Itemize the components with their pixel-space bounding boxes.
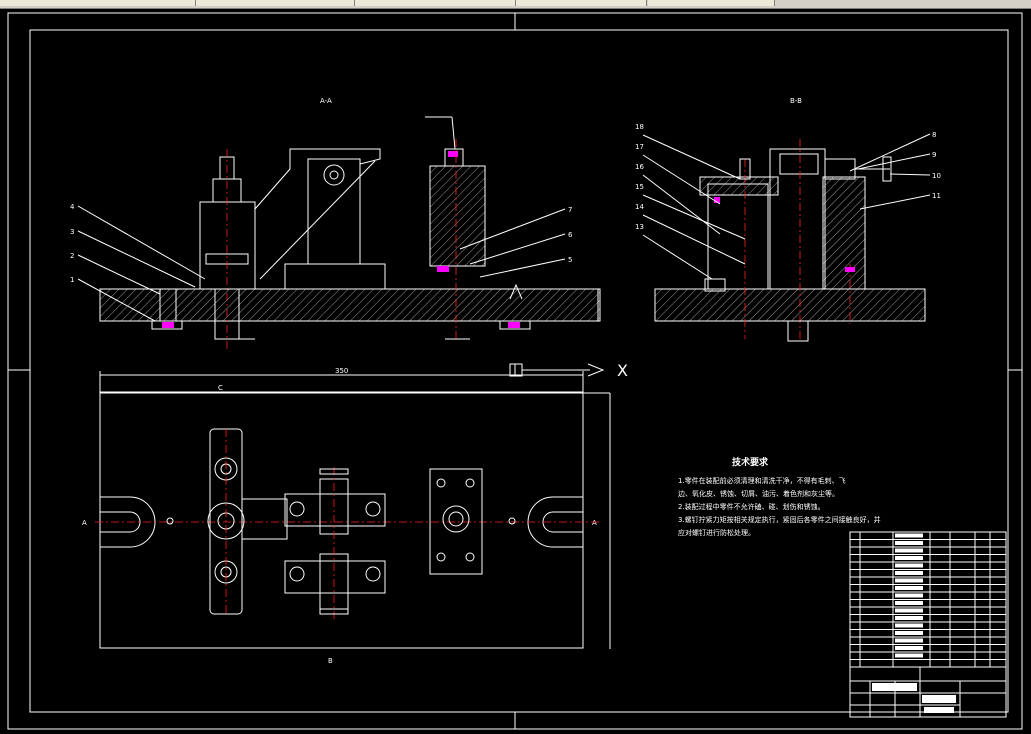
technical-requirements: 技术要求 1.零件在装配前必须清理和清洗干净，不得有毛刺、飞 边、氧化皮、锈蚀、…	[678, 456, 881, 537]
svg-text:14: 14	[635, 203, 644, 211]
svg-text:3.螺钉拧紧力矩按相关规定执行，紧固后各零件之间接触良好，并: 3.螺钉拧紧力矩按相关规定执行，紧固后各零件之间接触良好，并	[678, 515, 881, 524]
overall-length-dim: 350	[335, 367, 348, 375]
svg-text:1: 1	[70, 276, 74, 284]
svg-text:A: A	[82, 519, 87, 527]
toolbar-segment[interactable]	[516, 0, 647, 6]
parts-list-entry	[895, 556, 923, 560]
parts-list-entry	[895, 608, 923, 613]
svg-text:6: 6	[568, 231, 573, 239]
svg-text:9: 9	[932, 151, 936, 159]
section-a-label: A-A	[320, 97, 332, 105]
clamp-block	[199, 201, 256, 290]
svg-text:16: 16	[635, 163, 644, 171]
tech-req-title: 技术要求	[732, 456, 769, 468]
svg-text:13: 13	[635, 223, 644, 231]
svg-text:B: B	[328, 657, 333, 665]
svg-text:3: 3	[70, 228, 74, 236]
parts-list-entry	[895, 571, 923, 575]
parts-list-entry	[895, 623, 923, 628]
parts-list-entry	[895, 631, 923, 635]
svg-text:2.装配过程中零件不允许磕、碰、划伤和锈蚀。: 2.装配过程中零件不允许磕、碰、划伤和锈蚀。	[678, 502, 825, 511]
svg-text:18: 18	[635, 123, 644, 131]
svg-text:边、氧化皮、锈蚀、切屑、油污、着色剂和灰尘等。: 边、氧化皮、锈蚀、切屑、油污、着色剂和灰尘等。	[678, 489, 839, 498]
toolbar-segment[interactable]	[196, 0, 355, 6]
svg-text:C: C	[218, 384, 223, 392]
hatched-block	[429, 165, 486, 267]
section-b-label: B-B	[790, 97, 802, 105]
title-block-table	[849, 666, 1007, 718]
svg-text:7: 7	[568, 206, 572, 214]
toolbar-segment[interactable]	[648, 0, 775, 6]
svg-text:10: 10	[932, 172, 941, 180]
parts-list-entry	[895, 563, 923, 568]
parts-list-entry	[895, 533, 923, 538]
cad-drawing-canvas[interactable]: A-A 4 3 2 1	[0, 9, 1031, 734]
parts-list-entry	[895, 593, 923, 598]
parts-list-entry	[895, 646, 923, 650]
plan-view: 350 C B A A X	[82, 361, 628, 665]
v-block	[429, 468, 483, 575]
title-block	[849, 531, 1007, 718]
toolbar-segment[interactable]	[0, 0, 196, 6]
cad-toolbar-strip	[0, 0, 1031, 9]
plan-base-outline	[99, 391, 584, 649]
axis-x-label: X	[617, 361, 628, 380]
parts-list-entry	[895, 653, 923, 658]
sheet-inner-border	[29, 29, 1009, 713]
svg-text:11: 11	[932, 192, 941, 200]
svg-text:15: 15	[635, 183, 644, 191]
parts-list-entry	[895, 616, 923, 620]
base-plate	[99, 288, 601, 322]
svg-text:A: A	[592, 519, 597, 527]
svg-text:应对螺钉进行防松处理。: 应对螺钉进行防松处理。	[678, 528, 755, 537]
toolbar-segment[interactable]	[355, 0, 516, 6]
svg-text:17: 17	[635, 143, 644, 151]
parts-list-entry	[895, 638, 923, 643]
clamp-housing	[769, 148, 826, 290]
parts-list-entry	[895, 586, 923, 590]
parts-list-entry	[895, 601, 923, 605]
base-plate-b	[654, 288, 926, 322]
svg-text:2: 2	[70, 252, 74, 260]
svg-text:1.零件在装配前必须清理和清洗干净，不得有毛刺、飞: 1.零件在装配前必须清理和清洗干净，不得有毛刺、飞	[678, 476, 846, 485]
parts-list-entry	[895, 541, 923, 545]
parts-list-entry	[895, 578, 923, 583]
svg-text:4: 4	[70, 203, 75, 211]
parts-list-entry	[895, 548, 923, 553]
svg-text:8: 8	[932, 131, 936, 139]
section-b-b-view: B-B 18 17 16 15 14 13 8 9 10	[635, 97, 941, 342]
support-bracket	[254, 148, 386, 290]
section-a-a-view: A-A 4 3 2 1	[70, 97, 601, 349]
svg-text:5: 5	[568, 256, 572, 264]
